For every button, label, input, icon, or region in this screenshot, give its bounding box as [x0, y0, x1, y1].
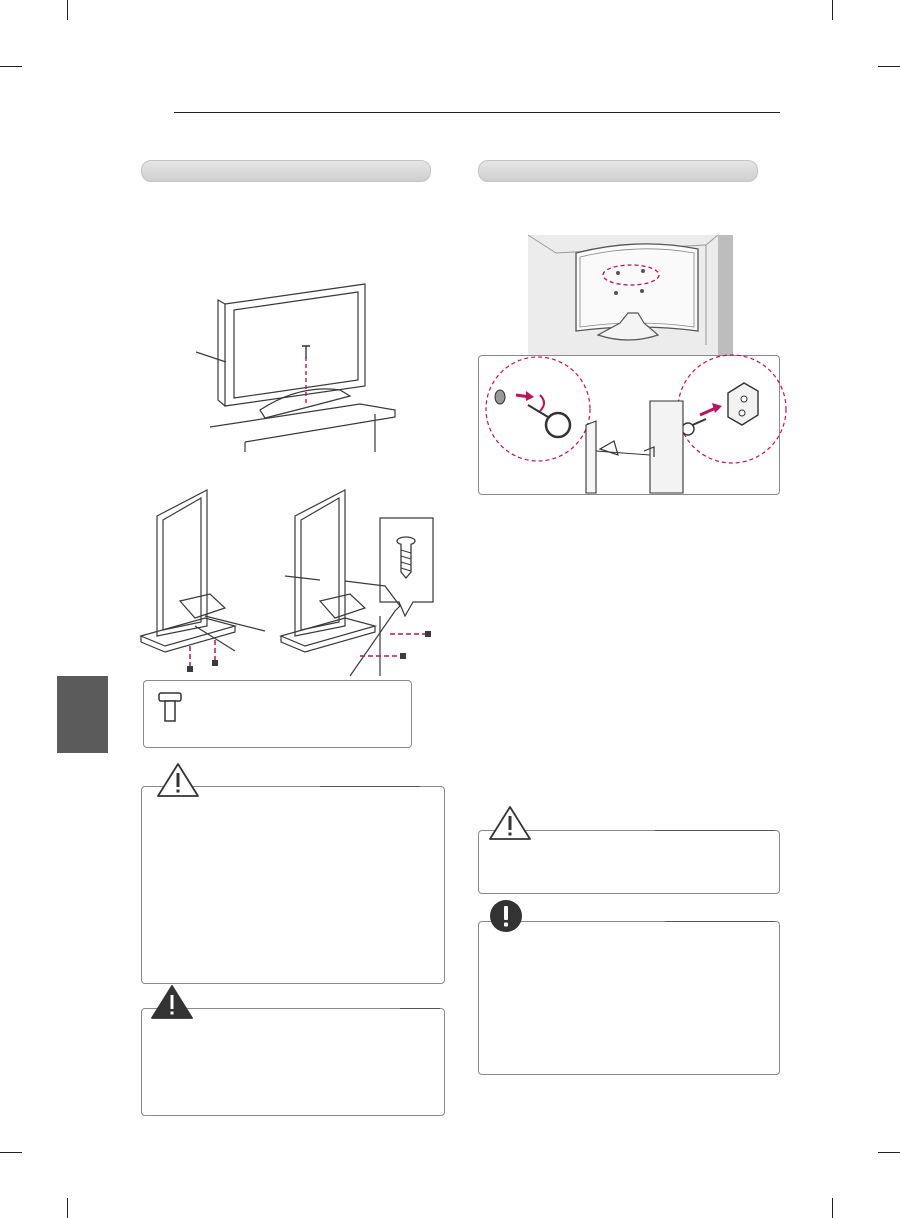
crop-mark	[832, 0, 833, 20]
eye-bolt-bracket-illustration	[485, 354, 787, 494]
caution-triangle-outline-icon	[489, 806, 531, 840]
note-box-right	[478, 921, 780, 1075]
warning-box-left	[141, 1008, 445, 1116]
bracket-detail-box	[478, 355, 780, 495]
tv-on-table-illustration	[195, 283, 396, 452]
caution-title-rule	[320, 786, 420, 787]
bracket-icon	[681, 382, 759, 436]
tv-wall-illustration	[527, 234, 733, 355]
crop-mark	[67, 0, 68, 20]
crop-mark	[878, 1152, 900, 1153]
caution-triangle-outline-icon	[157, 763, 199, 797]
caution-title-rule	[655, 830, 775, 831]
screw-icon	[158, 692, 182, 722]
crop-mark	[832, 1198, 833, 1218]
note-title-rule	[665, 921, 775, 922]
screw-large-icon	[396, 536, 416, 580]
tv-stand-screw-illustration	[139, 489, 434, 677]
warning-title-rule	[400, 1008, 440, 1009]
crop-mark	[67, 1198, 68, 1218]
section-header-right	[478, 160, 758, 182]
crop-mark	[878, 66, 900, 67]
exclamation-circle-icon	[490, 900, 522, 932]
header-rule	[174, 112, 780, 113]
section-header-left	[141, 160, 431, 182]
eye-bolt-icon	[494, 389, 572, 439]
crop-mark	[0, 66, 22, 67]
chapter-side-tab	[57, 676, 108, 753]
caution-box-right	[478, 830, 780, 894]
warning-triangle-filled-icon	[151, 985, 193, 1019]
screw-note-box	[143, 680, 412, 748]
screw-icon	[302, 345, 310, 358]
caution-box-left	[141, 786, 445, 984]
crop-mark	[0, 1152, 22, 1153]
